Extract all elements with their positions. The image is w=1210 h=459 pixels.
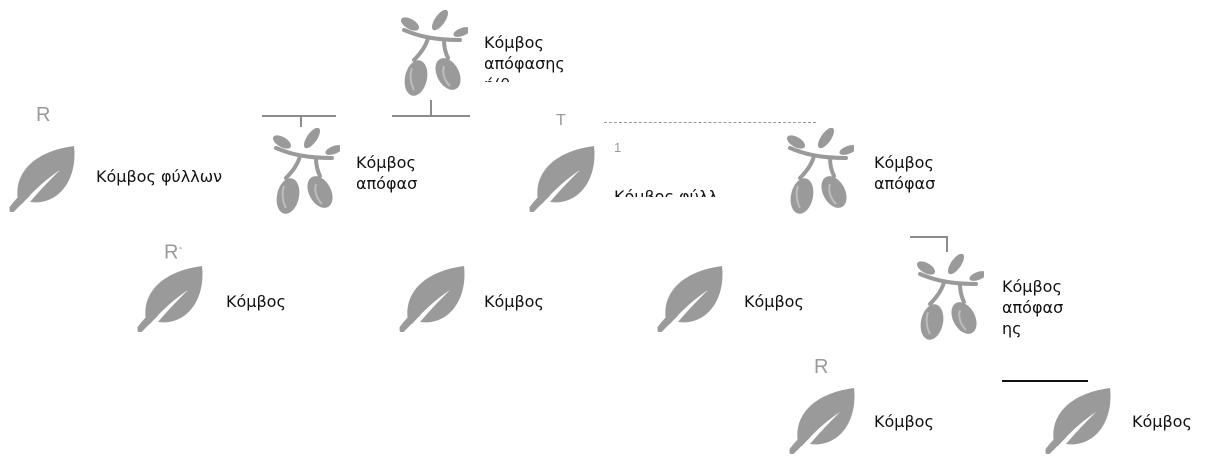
level3-connector-bar	[1002, 380, 1088, 382]
tag-r-bottom: R	[814, 356, 829, 378]
decision-c-connector-bar	[910, 236, 948, 238]
leaf-icon	[656, 262, 726, 332]
leaf-icon	[398, 262, 468, 332]
leaf-node-l3-1-label: Κόμβος	[874, 412, 934, 431]
leaf-node-left-label: Κόμβος φύλλων	[96, 167, 223, 186]
leaf-node-l3-2-label: Κόμβος	[1132, 412, 1192, 431]
leaf-node-mid-label: Κόμβος φύλλ	[614, 187, 718, 197]
leaf-icon	[788, 384, 858, 454]
decision-a-connector-bar	[262, 115, 336, 117]
root-decision-label: Κόμβος απόφασης ή(θ...	[484, 33, 565, 82]
leaf-node-l2-3-label: Κόμβος	[744, 292, 804, 311]
olive-branch-icon	[270, 128, 340, 218]
decision-node-b-label: Κόμβος απόφασ	[874, 153, 936, 193]
decision-node-a-label: Κόμβος απόφασ	[356, 153, 418, 193]
tag-t-mid: T	[556, 112, 566, 129]
leaf-node-l2-1-label: Κόμβος	[226, 292, 286, 311]
dashed-connector	[604, 122, 816, 123]
leaf-icon	[136, 262, 206, 332]
root-connector-bar	[392, 115, 470, 117]
olive-branch-icon	[398, 10, 468, 100]
leaf-node-l2-2-label: Κόμβος	[484, 292, 544, 311]
decision-c-connector-stem	[946, 236, 948, 252]
tag-r-minus: R-	[164, 240, 183, 264]
tag-r-left: R	[36, 104, 51, 126]
root-connector-stem	[430, 100, 432, 116]
olive-branch-icon	[914, 254, 984, 344]
leaf-icon	[528, 142, 598, 212]
decision-a-connector-stem	[300, 115, 302, 127]
leaf-icon	[8, 142, 78, 212]
decision-node-c-label: Κόμβος απόφασ ης	[1002, 277, 1064, 338]
tag-one: 1	[614, 140, 622, 155]
leaf-icon	[1044, 384, 1114, 454]
olive-branch-icon	[784, 128, 854, 218]
